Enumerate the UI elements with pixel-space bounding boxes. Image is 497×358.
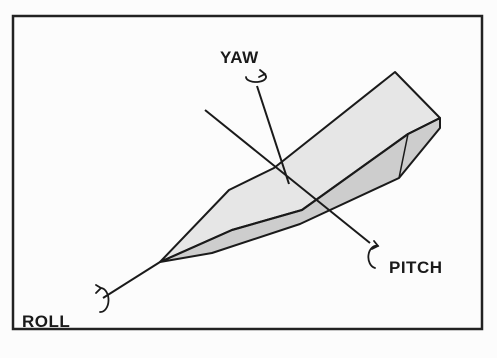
pitch-label: PITCH [389,258,443,277]
roll-label: ROLL [22,312,70,331]
boat-hull [159,71,441,263]
rotation-arrow-icon [245,69,267,83]
yaw-axis-line [256,85,290,185]
rotation-arrow-icon [367,240,380,269]
roll-axis-line [102,261,161,299]
yaw-label: YAW [220,48,259,67]
hull-stern-edge [407,117,441,135]
rotation-arrow-icon [95,284,110,313]
hull-chine [159,133,409,263]
hull-stern-bottom [398,133,409,179]
diagram-border [11,14,484,331]
pitch-axis-line [204,109,371,244]
